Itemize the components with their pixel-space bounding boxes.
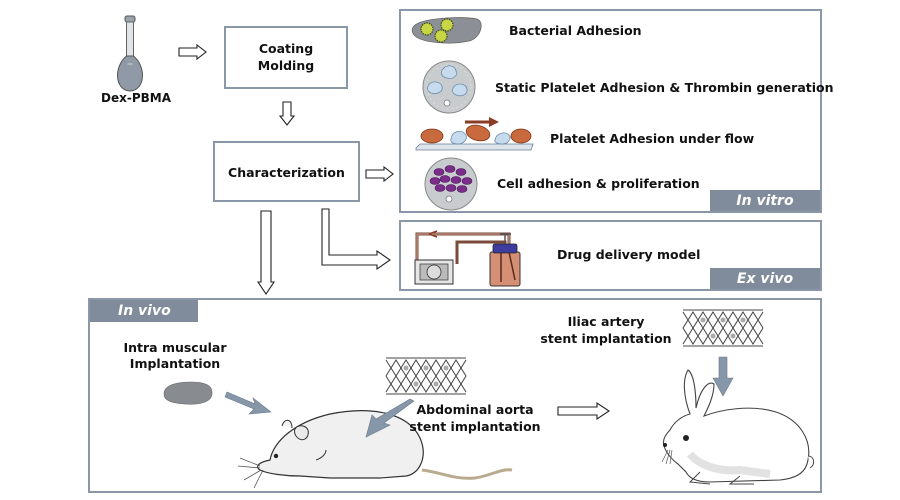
molding-label: Molding xyxy=(257,58,315,73)
ex-vivo-panel: Drug delivery model Ex vivo xyxy=(399,220,822,291)
flow-arrow-elbow xyxy=(321,208,391,271)
in-vitro-item-label: Bacterial Adhesion xyxy=(509,23,642,38)
implant-sample-icon xyxy=(163,381,213,405)
coating-label: Coating xyxy=(258,41,314,56)
aorta-label-line1: Abdominal aorta xyxy=(416,402,534,417)
characterization-box: Characterization xyxy=(213,141,360,202)
aorta-label-line2: stent implantation xyxy=(409,419,541,434)
flow-arrow-down-long xyxy=(256,210,276,295)
coating-molding-box: Coating Molding xyxy=(224,26,348,89)
flow-arrow-down xyxy=(278,101,296,126)
bacteria-sample-icon xyxy=(411,17,482,44)
flow-chamber-icon xyxy=(415,117,534,151)
implant-label-line2: Implantation xyxy=(129,356,221,371)
ex-vivo-tag: Ex vivo xyxy=(710,268,820,289)
ex-vivo-item-label: Drug delivery model xyxy=(557,247,701,262)
rabbit-illustration xyxy=(661,369,815,485)
in-vitro-tag: In vitro xyxy=(710,190,820,211)
in-vivo-panel: In vivo Intra muscular Implantation Abdo… xyxy=(88,298,822,493)
stent-icon xyxy=(682,309,764,347)
iliac-label-line2: stent implantation xyxy=(540,331,672,346)
in-vitro-item-label: Platelet Adhesion under flow xyxy=(550,131,755,146)
cell-disc-icon xyxy=(424,157,478,211)
pointer-arrow-icon xyxy=(224,391,272,415)
pointer-arrow-icon xyxy=(712,356,734,397)
in-vivo-tag: In vivo xyxy=(90,300,198,322)
volumetric-flask-icon xyxy=(117,15,143,92)
flow-arrow-right xyxy=(365,165,394,183)
flow-arrow-right xyxy=(178,43,207,61)
in-vitro-item-label: Static Platelet Adhesion & Thrombin gene… xyxy=(495,80,834,95)
implant-label-line1: Intra muscular xyxy=(123,340,227,355)
pump-circuit-icon xyxy=(414,230,521,287)
pointer-arrow-icon xyxy=(365,398,415,438)
source-label: Dex-PBMA xyxy=(101,91,171,105)
platelet-disc-icon xyxy=(422,60,476,114)
in-vitro-panel: Bacterial Adhesion Static Platelet Adhes… xyxy=(399,9,834,213)
characterization-label: Characterization xyxy=(228,165,345,180)
stent-icon xyxy=(385,357,467,395)
flow-arrow-right xyxy=(557,401,610,421)
in-vitro-item-label: Cell adhesion & proliferation xyxy=(497,176,700,191)
iliac-label-line1: Iliac artery xyxy=(567,314,645,329)
